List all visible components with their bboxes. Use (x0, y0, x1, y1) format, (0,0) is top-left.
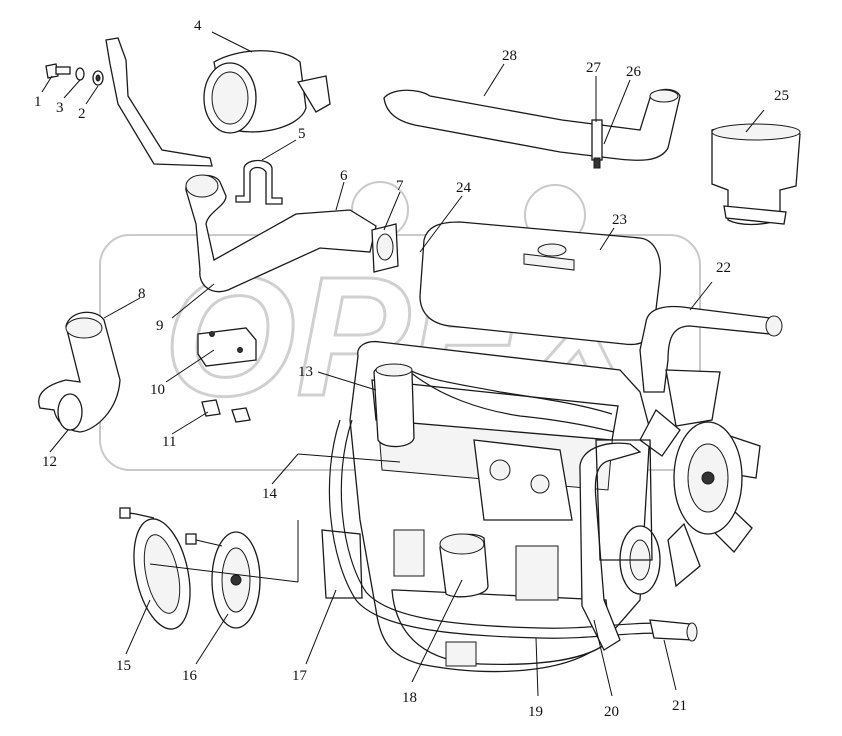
callout-6: 6 (340, 168, 348, 184)
callout-20: 20 (604, 704, 619, 720)
engine-assembly (321, 340, 651, 673)
callout-8: 8 (138, 286, 146, 302)
bolt-part-1 (45, 63, 104, 86)
block-part-10 (197, 327, 257, 367)
mounting-bracket (105, 37, 213, 167)
callout-14: 14 (262, 486, 278, 502)
callout-2: 2 (78, 106, 86, 122)
callout-27: 27 (586, 60, 602, 76)
fan-assembly (595, 369, 761, 595)
pulley-bolts (119, 507, 223, 547)
callout-21: 21 (672, 698, 687, 714)
callout-23: 23 (612, 212, 627, 228)
callout-1: 1 (34, 94, 42, 110)
pulley-part-15 (133, 518, 191, 630)
callout-7: 7 (396, 178, 404, 194)
callout-25: 25 (774, 88, 789, 104)
elbow-pipe-part-22 (639, 305, 783, 393)
callout-4: 4 (194, 18, 202, 34)
tank-part-23 (419, 221, 662, 346)
nuts-part-11 (201, 399, 251, 423)
callout-3: 3 (56, 100, 64, 116)
callout-labels: 1 2 3 4 5 6 7 8 9 10 11 12 13 14 15 16 1… (34, 18, 789, 720)
callout-13: 13 (298, 364, 313, 380)
clamp-part-27 (591, 119, 603, 169)
callout-17: 17 (292, 668, 308, 684)
callout-18: 18 (402, 690, 417, 706)
callout-5: 5 (298, 126, 306, 142)
callout-28: 28 (502, 48, 517, 64)
callout-11: 11 (162, 434, 176, 450)
pipe-end-part-21 (649, 619, 698, 642)
callout-19: 19 (528, 704, 543, 720)
pulley-part-16 (211, 531, 261, 629)
air-filter-housing-part-4 (203, 50, 331, 134)
callout-10: 10 (150, 382, 165, 398)
callout-26: 26 (626, 64, 642, 80)
elbow-hose-part-8 (38, 311, 121, 433)
cap-part-25 (711, 123, 801, 226)
long-pipe-part-28 (383, 88, 681, 161)
leader-lines (41, 31, 765, 697)
callout-24: 24 (456, 180, 472, 196)
intake-pipe-part-6 (185, 174, 377, 293)
callout-12: 12 (42, 454, 57, 470)
callout-16: 16 (182, 668, 198, 684)
flange-part-7 (371, 223, 399, 273)
callout-15: 15 (116, 658, 131, 674)
u-clamp-part-5 (235, 159, 283, 205)
callout-9: 9 (156, 318, 164, 334)
callout-22: 22 (716, 260, 731, 276)
